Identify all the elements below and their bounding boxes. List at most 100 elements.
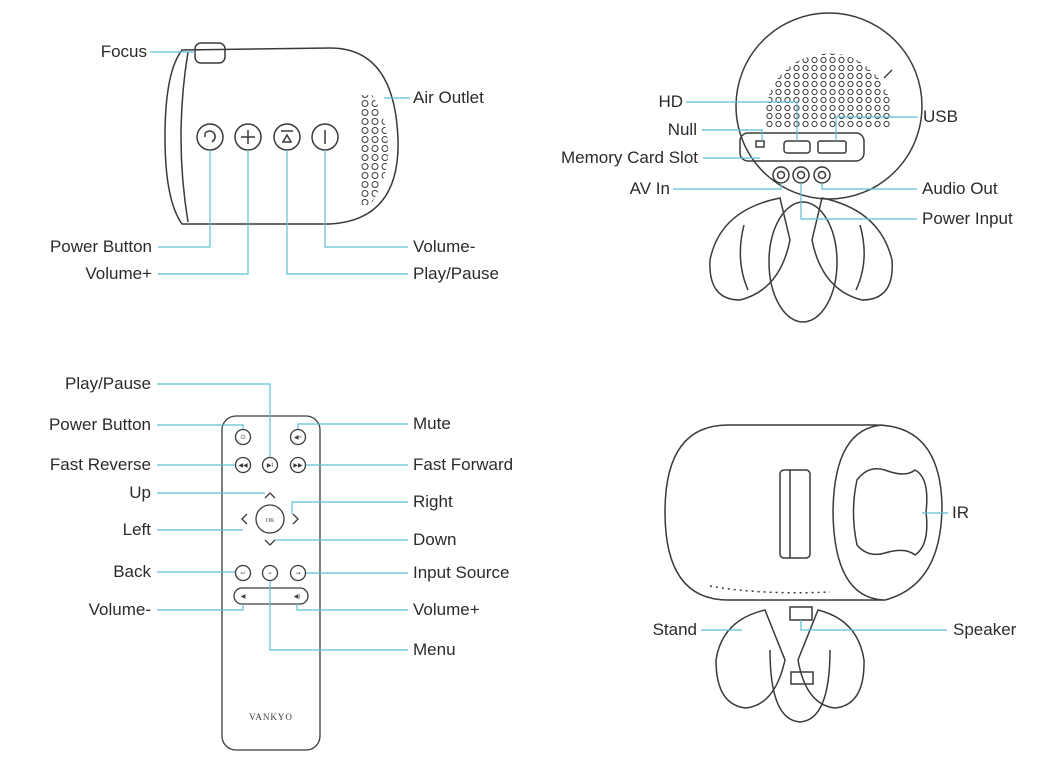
- remote-leaders: [157, 383, 408, 651]
- remote-vol-down-glyph: ◀: [241, 594, 246, 600]
- front-stand-leg-center: [769, 649, 831, 723]
- remote-control: [221, 415, 321, 751]
- label-av-in: AV In: [629, 179, 670, 198]
- label-usb: USB: [923, 107, 958, 126]
- stand-joint: [789, 606, 813, 621]
- remote-body: [221, 415, 321, 751]
- leader-remote-power: [157, 424, 244, 429]
- label-audio-out: Audio Out: [922, 179, 998, 198]
- play-pause-icon: [273, 123, 301, 151]
- remote-fast-forward-icon: [289, 456, 307, 474]
- remote-ok-button: [255, 504, 285, 534]
- projector-front-view: [664, 424, 943, 723]
- remote-back-glyph: ↩: [240, 571, 245, 577]
- remote-brand-logo: VANKYO: [249, 712, 293, 722]
- stand-screw: [790, 671, 814, 685]
- leader-remote-mute: [297, 423, 408, 429]
- remote-glyphs: ⏻ ▶‖ ◀× ◀◀ ▶▶ ↩ ≡ ⇥ ◀ ◀): [238, 434, 303, 600]
- label-remote-play-pause: Play/Pause: [65, 374, 151, 393]
- leader-audio-out: [821, 183, 917, 190]
- leader-remote-right: [291, 501, 408, 514]
- audio-out-port: [813, 166, 831, 184]
- back-stand-leg-left: [709, 197, 791, 301]
- ir-window: [852, 468, 928, 556]
- remote-input-glyph: ⇥: [295, 571, 300, 577]
- remote-fast-reverse-icon: [234, 456, 252, 474]
- remote-play-pause-glyph: ▶‖: [267, 463, 274, 469]
- power-icon: [196, 123, 224, 151]
- leader-speaker: [800, 620, 947, 631]
- remote-mute-glyph: ◀×: [294, 435, 302, 441]
- label-remote-left: Left: [122, 520, 151, 539]
- label-remote-down: Down: [413, 530, 457, 549]
- label-remote-up: Up: [129, 483, 151, 502]
- remote-back-icon: [234, 564, 252, 582]
- label-side-volume-minus: Volume-: [413, 237, 476, 256]
- front-side-handle: [779, 469, 811, 559]
- label-remote-fast-reverse: Fast Reverse: [49, 455, 151, 474]
- play-pause-icon-glyph: [281, 130, 293, 143]
- remote-input-source-icon: [289, 564, 307, 582]
- back-stand-leg-center: [768, 201, 838, 323]
- leader-remote-menu: [269, 581, 408, 651]
- back-stand-knob: [883, 69, 893, 79]
- back-view-leaders: [673, 101, 918, 220]
- remote-play-pause-icon: [261, 456, 279, 474]
- label-remote-right: Right: [413, 492, 453, 511]
- leader-av-in: [673, 183, 782, 190]
- remote-rewind-glyph: ◀◀: [238, 463, 248, 469]
- label-null: Null: [667, 120, 697, 139]
- projector-back-view: [709, 12, 923, 323]
- label-remote-menu: Menu: [413, 640, 456, 659]
- label-air-outlet: Air Outlet: [413, 88, 484, 107]
- label-remote-back: Back: [113, 562, 151, 581]
- side-view-leaders: [150, 51, 410, 275]
- leader-remote-volume-plus: [296, 604, 408, 611]
- label-memory-card-slot: Memory Card Slot: [561, 148, 698, 167]
- leader-remote-volume-minus: [157, 604, 244, 611]
- remote-forward-glyph: ▶▶: [293, 463, 303, 469]
- front-view-leaders: [701, 512, 948, 631]
- label-remote-mute: Mute: [413, 414, 451, 433]
- back-stand-leg-right: [811, 197, 893, 301]
- label-side-power-button: Power Button: [49, 237, 152, 256]
- memory-card-slot-port: [755, 140, 765, 148]
- label-remote-volume-plus: Volume+: [413, 600, 480, 619]
- power-icon-glyph: [204, 130, 216, 143]
- front-stand-leg-right: [797, 609, 865, 709]
- label-stand: Stand: [652, 620, 697, 639]
- leader-null: [702, 129, 763, 141]
- label-remote-input-source: Input Source: [413, 563, 510, 582]
- label-speaker: Speaker: [953, 620, 1017, 639]
- remote-menu-glyph: ≡: [268, 571, 272, 577]
- remote-ok-label: OK: [266, 518, 275, 524]
- label-side-volume-plus: Volume+: [85, 264, 152, 283]
- side-lens-rim: [180, 51, 189, 223]
- leader-play-pause: [286, 150, 408, 275]
- remote-mute-icon: [289, 428, 307, 446]
- label-remote-power-button: Power Button: [48, 415, 151, 434]
- remote-right-arrow-icon: [292, 513, 299, 525]
- label-ir: IR: [952, 503, 969, 522]
- label-hd: HD: [658, 92, 683, 111]
- remote-menu-icon: [261, 564, 279, 582]
- front-lens-rim: [832, 424, 884, 601]
- remote-power-glyph: ⏻: [241, 434, 246, 441]
- leader-volume-plus: [158, 150, 249, 275]
- remote-vol-up-glyph: ◀): [294, 593, 301, 600]
- leader-power-input: [800, 183, 917, 220]
- remote-left-arrow-icon: [241, 513, 248, 525]
- front-body-outline: [664, 424, 943, 601]
- leader-power-button: [158, 150, 211, 248]
- leader-remote-play-pause: [157, 383, 271, 457]
- remote-down-arrow-icon: [264, 539, 276, 546]
- leader-usb: [835, 116, 918, 141]
- port-panel: [739, 132, 865, 162]
- usb-port: [817, 140, 847, 154]
- leader-volume-minus: [324, 150, 408, 248]
- label-focus: Focus: [100, 42, 147, 61]
- remote-power-icon: [234, 428, 252, 446]
- leader-hd: [686, 101, 798, 141]
- projector-side-view: [164, 42, 399, 225]
